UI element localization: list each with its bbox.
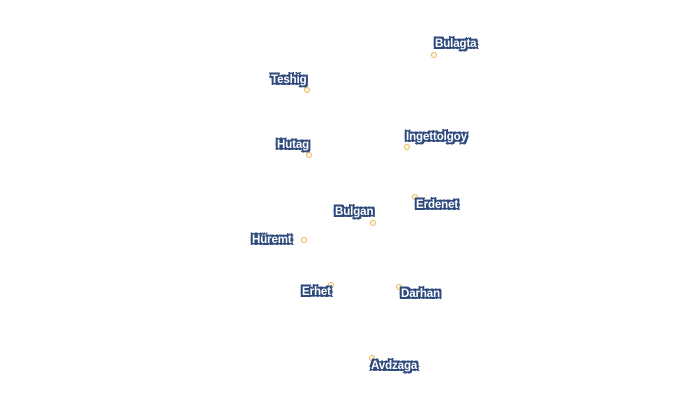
place-marker-darhan[interactable] [396,284,402,290]
place-marker-ingettolgoy[interactable] [404,144,410,150]
place-label-teshig: Teshig [271,74,307,86]
place-marker-erdenet[interactable] [412,194,418,200]
place-marker-teshig[interactable] [304,87,310,93]
place-label-avdzaga: Avdzaga [371,360,418,372]
place-marker-bulgan[interactable] [370,220,376,226]
place-label-hutag: Hutag [277,139,310,151]
place-marker-erhet[interactable] [328,282,334,288]
place-marker-hutag[interactable] [306,152,312,158]
place-label-erhet: Erhet [302,286,331,298]
place-marker-avdzaga[interactable] [369,355,375,361]
place-label-bulgan: Bulgan [335,206,374,218]
place-marker-huremt[interactable] [301,237,307,243]
place-marker-bulagta[interactable] [431,52,437,58]
place-label-darhan: Darhan [401,288,441,300]
place-label-huremt: Hüremt [252,234,292,246]
place-label-bulagta: Bulagta [435,38,477,50]
place-label-erdenet: Erdenet [416,199,459,211]
place-label-ingettolgoy: Ingettolgoy [406,131,467,143]
